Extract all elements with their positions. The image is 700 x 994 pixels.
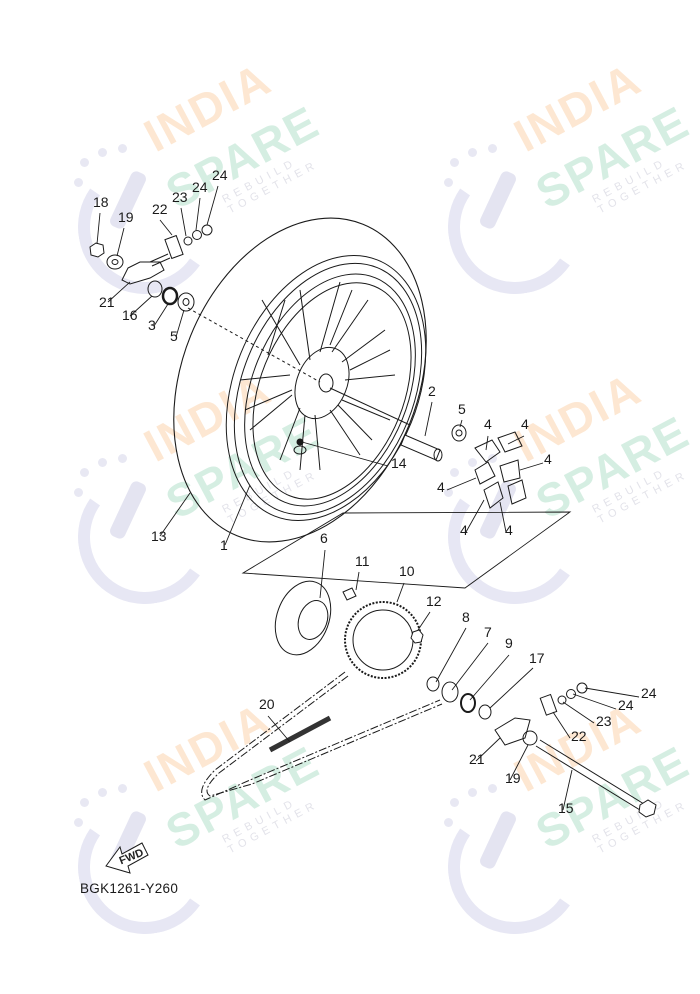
part-callout-22: 22 bbox=[152, 201, 168, 217]
part-callout-18: 18 bbox=[93, 194, 109, 210]
part-callout-23: 23 bbox=[172, 189, 188, 205]
left-chain-adjuster-group bbox=[89, 224, 213, 312]
part-callout-19: 19 bbox=[505, 770, 521, 786]
part-callout-24: 24 bbox=[192, 179, 208, 195]
part-callout-4: 4 bbox=[544, 451, 552, 467]
part-callout-6: 6 bbox=[320, 530, 328, 546]
part-callout-14: 14 bbox=[391, 455, 407, 471]
part-callout-4: 4 bbox=[484, 416, 492, 432]
part-callout-12: 12 bbox=[426, 593, 442, 609]
chain-segment bbox=[268, 715, 332, 753]
part-callout-20: 20 bbox=[259, 696, 275, 712]
part-callout-9: 9 bbox=[505, 635, 513, 651]
part-callout-19: 19 bbox=[118, 209, 134, 225]
diagram-code: BGK1261-Y260 bbox=[80, 881, 179, 896]
drive-chain bbox=[201, 671, 443, 801]
right-axle-group bbox=[426, 676, 657, 818]
part-callout-4: 4 bbox=[460, 522, 468, 538]
part-callout-10: 10 bbox=[399, 563, 415, 579]
rear-wheel bbox=[173, 217, 427, 543]
sprocket-assembly bbox=[274, 580, 424, 679]
part-callout-24: 24 bbox=[618, 697, 634, 713]
part-callout-4: 4 bbox=[437, 479, 445, 495]
assembly-outline bbox=[241, 511, 572, 589]
part-callout-5: 5 bbox=[458, 401, 466, 417]
part-callout-24: 24 bbox=[212, 167, 228, 183]
forward-direction-arrow-icon bbox=[105, 842, 149, 874]
part-callout-15: 15 bbox=[558, 800, 574, 816]
part-callout-8: 8 bbox=[462, 609, 470, 625]
part-callout-24: 24 bbox=[641, 685, 657, 701]
part-callout-2: 2 bbox=[428, 383, 436, 399]
part-callout-3: 3 bbox=[148, 317, 156, 333]
part-callout-7: 7 bbox=[484, 624, 492, 640]
part-callout-16: 16 bbox=[122, 307, 138, 323]
part-callout-5: 5 bbox=[170, 328, 178, 344]
leader-lines bbox=[96, 185, 640, 811]
part-callout-17: 17 bbox=[529, 650, 545, 666]
part-callout-13: 13 bbox=[151, 528, 167, 544]
part-callout-22: 22 bbox=[571, 728, 587, 744]
part-callout-11: 11 bbox=[355, 553, 370, 569]
part-callout-23: 23 bbox=[596, 713, 612, 729]
damper-rubbers bbox=[474, 431, 527, 509]
part-callout-21: 21 bbox=[99, 294, 115, 310]
part-callout-1: 1 bbox=[220, 537, 228, 553]
hub-damper-group bbox=[400, 424, 527, 509]
part-callout-4: 4 bbox=[505, 522, 513, 538]
part-callout-4: 4 bbox=[521, 416, 529, 432]
part-callout-21: 21 bbox=[469, 751, 485, 767]
